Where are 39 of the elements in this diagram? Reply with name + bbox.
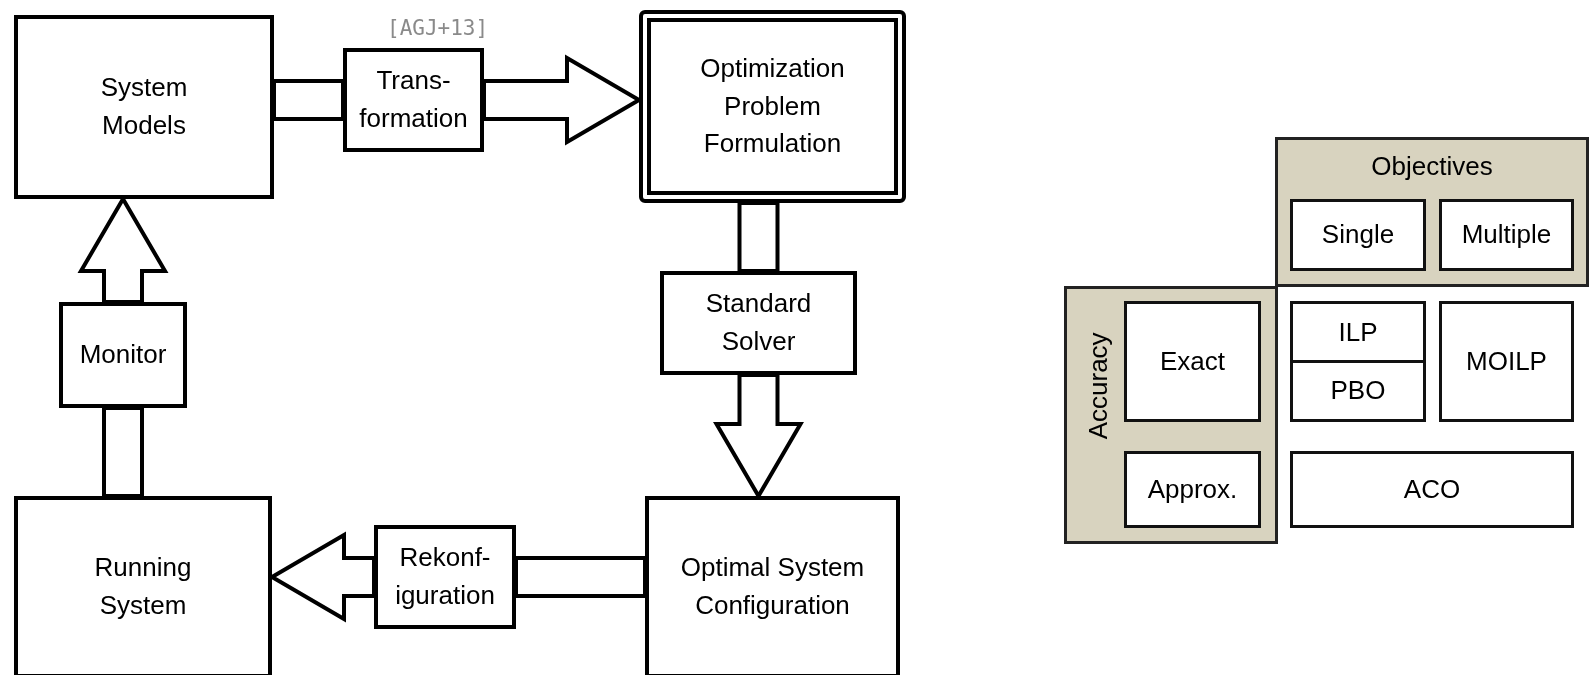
citation-label: [AGJ+13] [387, 15, 489, 42]
process-box [645, 496, 900, 675]
block-connector [272, 79, 345, 121]
box-label: Trans- formation [358, 64, 469, 135]
box-label: ACO [1403, 472, 1461, 506]
box-label: Monitor [79, 338, 167, 372]
box-label: Approx. [1147, 472, 1238, 506]
table-cell [1439, 199, 1574, 271]
process-box [59, 302, 187, 408]
block-connector [737, 201, 780, 273]
box-label: Rekonf- iguration [394, 541, 496, 612]
category-panel [1275, 137, 1589, 287]
box-label: Standard Solver [704, 287, 813, 358]
box-label: Multiple [1461, 218, 1552, 252]
block-connector [102, 406, 144, 498]
box-label: Exact [1160, 344, 1225, 378]
double-bordered-box [639, 10, 906, 203]
table-cell [1290, 451, 1574, 528]
box-label: PBO [1330, 374, 1386, 408]
box-label: ILP [1338, 315, 1378, 349]
process-box [374, 525, 516, 629]
table-cell [1124, 301, 1261, 422]
box-label: Running System [93, 551, 193, 622]
box-label: Optimal System Configuration [679, 551, 866, 622]
box-label: MOILP [1466, 344, 1547, 378]
category-panel [1064, 286, 1278, 544]
table-cell [1290, 360, 1426, 422]
process-box [660, 271, 857, 375]
panel-heading: Accuracy [1082, 331, 1115, 442]
block-connector [514, 556, 647, 598]
box-label: Optimization Problem Formulation [699, 51, 846, 161]
table-cell [1439, 301, 1574, 422]
box-label: Single [1321, 218, 1395, 252]
process-box [14, 496, 272, 675]
panel-heading: Objectives [1371, 150, 1493, 183]
table-cell [1124, 451, 1261, 528]
process-box [14, 15, 274, 199]
table-cell [1290, 199, 1426, 271]
box-label: System Models [99, 71, 189, 142]
